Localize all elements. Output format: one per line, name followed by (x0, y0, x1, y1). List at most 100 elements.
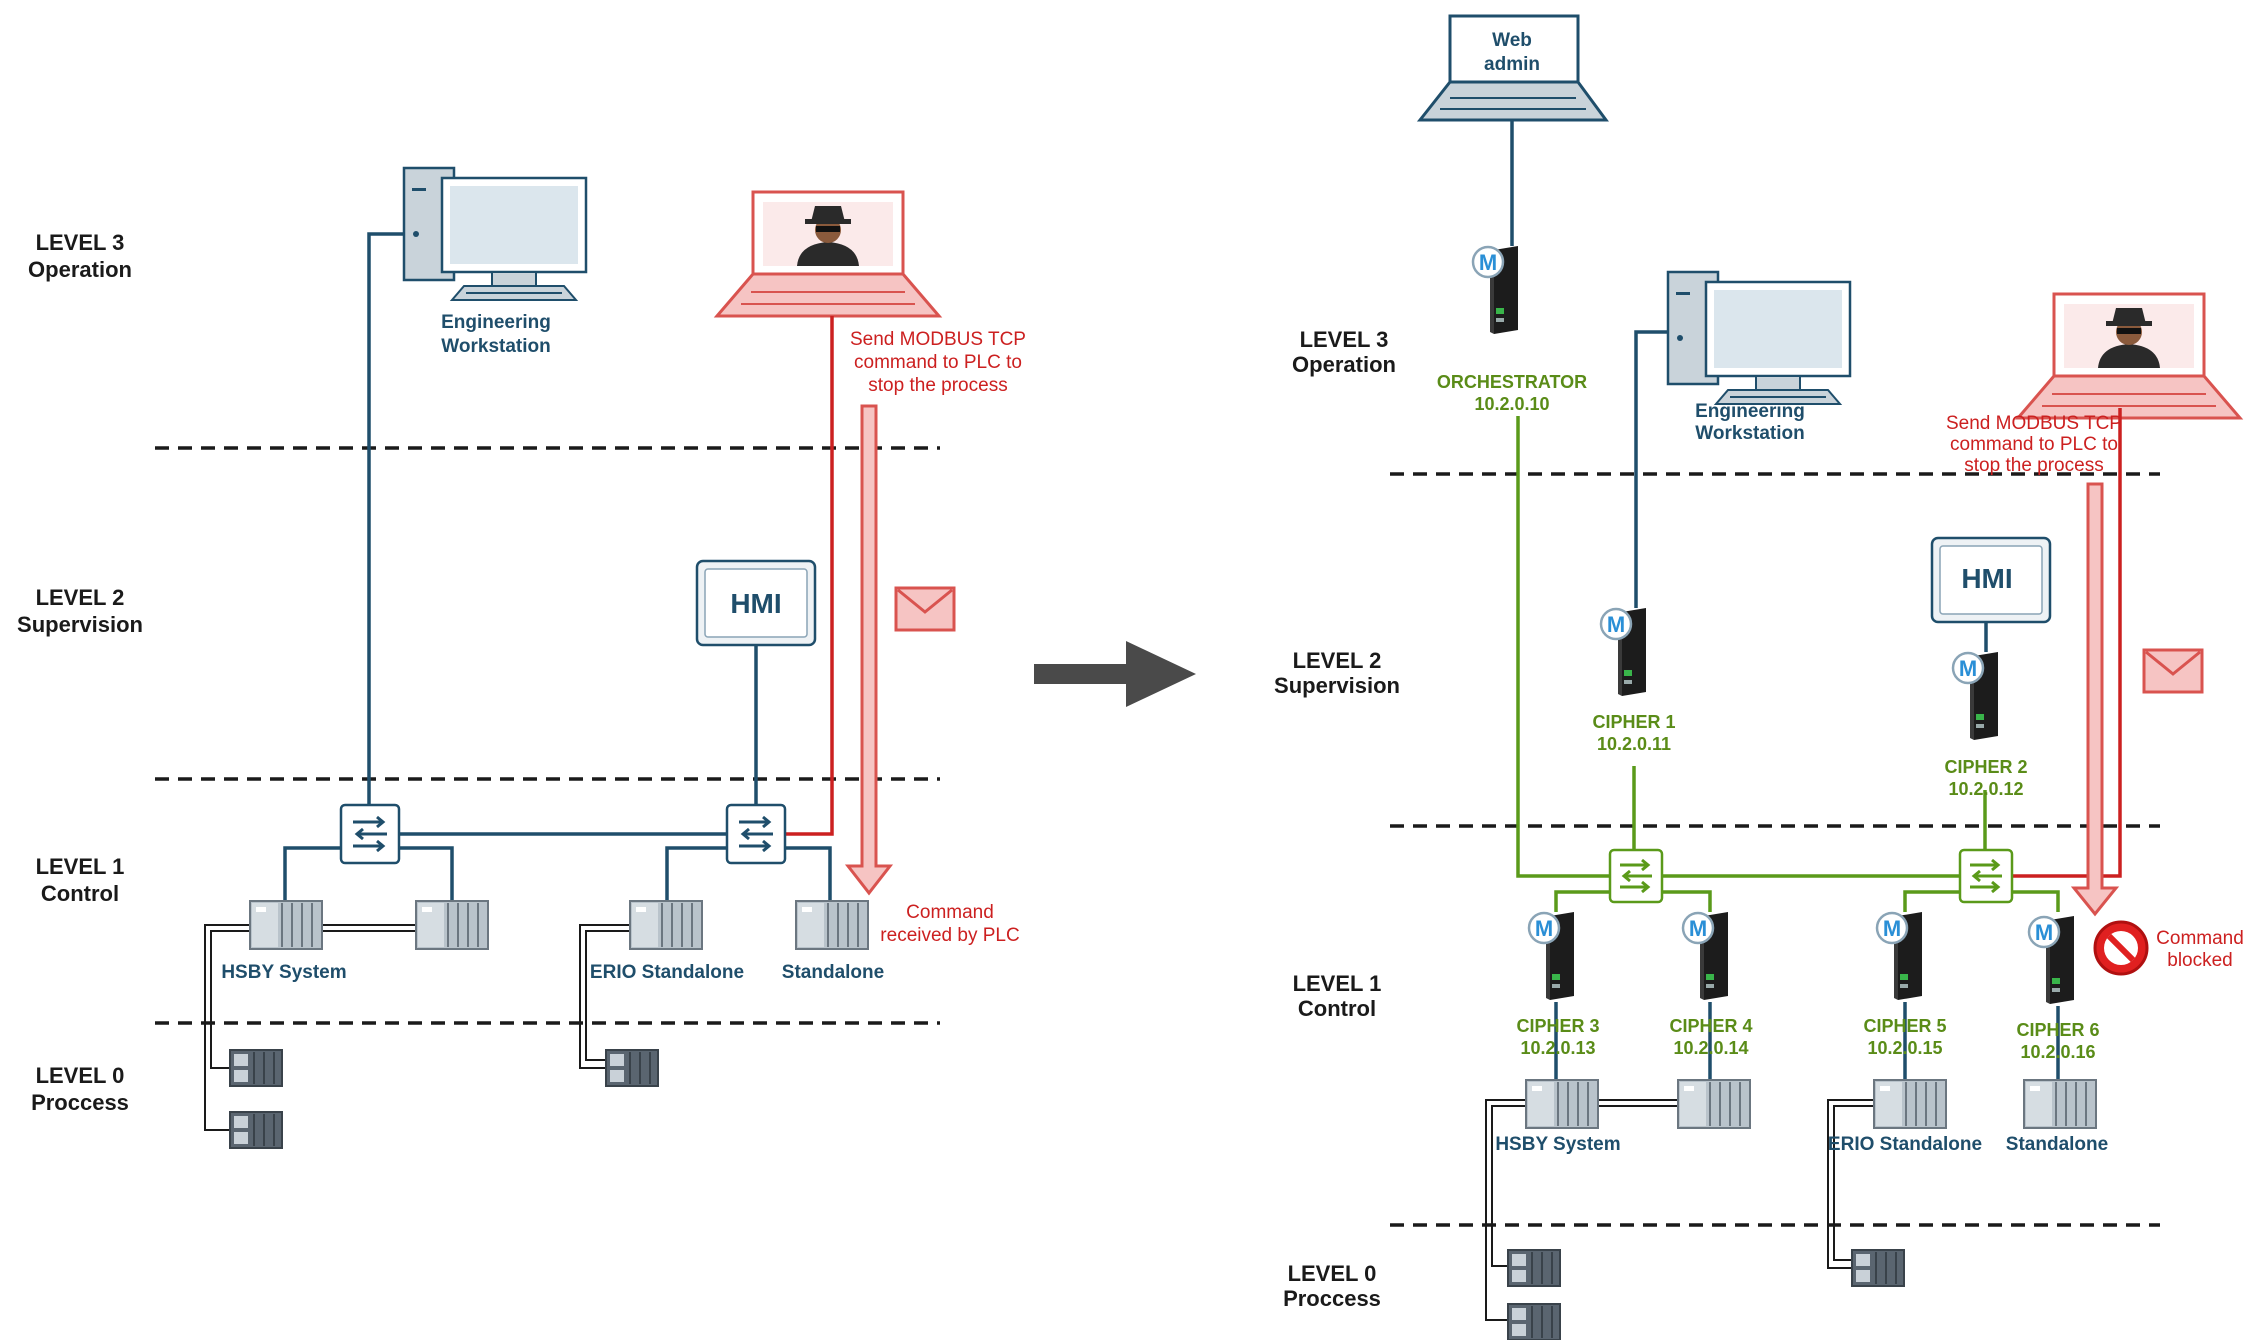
level1-title-right: LEVEL 1 (1293, 971, 1382, 996)
attacker-note-left-1: Send MODBUS TCP (850, 329, 1026, 350)
switch-1-right (1608, 848, 1664, 904)
orchestrator-ip: 10.2.0.10 (1474, 394, 1549, 414)
attacker-note-left-3: stop the process (868, 375, 1007, 396)
cipher-1-name: CIPHER 1 (1592, 712, 1675, 732)
orchestrator-device (1471, 244, 1520, 336)
level1-sub-left: Control (41, 881, 119, 906)
plc-hsby-label-right: HSBY System (1495, 1134, 1620, 1155)
attack-arrow-right (2070, 482, 2120, 917)
cipher-3-device (1527, 910, 1576, 1002)
web-admin-label-1: Web (1492, 30, 1532, 51)
attack-path-left (784, 316, 834, 836)
level-labels-right: LEVEL 3 Operation LEVEL 2 Supervision LE… (1274, 327, 1400, 1311)
right-process-cabling (1485, 1099, 1874, 1321)
level0-sub-right: Proccess (1283, 1286, 1381, 1311)
cipher-5-ip: 10.2.0.15 (1867, 1038, 1942, 1058)
web-admin-label-2: admin (1484, 54, 1540, 75)
cipher-2-name: CIPHER 2 (1944, 757, 2027, 777)
attacker-laptop-left (715, 190, 941, 318)
level0-title-right: LEVEL 0 (1288, 1261, 1377, 1286)
io-module-left-3 (605, 1049, 659, 1087)
level2-title-right: LEVEL 2 (1293, 648, 1382, 673)
plc-erio-label-right: ERIO Standalone (1828, 1134, 1982, 1155)
plc-erio-left (629, 900, 703, 950)
attack-path-right (2011, 408, 2122, 878)
plc-hsby-secondary-left (415, 900, 489, 950)
level3-sub-right: Operation (1292, 352, 1396, 377)
cipher-1-ip: 10.2.0.11 (1597, 734, 1671, 754)
attacker-note-right-3: stop the process (1964, 455, 2103, 476)
cipher-6-ip: 10.2.0.16 (2020, 1042, 2095, 1062)
envelope-icon-left (894, 586, 956, 632)
blocked-note-2: blocked (2167, 950, 2233, 971)
cipher-3-name: CIPHER 3 (1516, 1016, 1599, 1036)
level0-title-left: LEVEL 0 (36, 1063, 125, 1088)
attacker-note-right-2: command to PLC to (1950, 434, 2118, 455)
attacker-note-right-1: Send MODBUS TCP (1946, 413, 2122, 434)
level3-sub-left: Operation (28, 257, 132, 282)
cipher-2-device (1951, 650, 2000, 742)
plc-standalone-label-right: Standalone (2006, 1134, 2108, 1155)
cipher-3-ip: 10.2.0.13 (1520, 1038, 1595, 1058)
cipher-5-name: CIPHER 5 (1863, 1016, 1946, 1036)
cipher-4-name: CIPHER 4 (1669, 1016, 1752, 1036)
transition-arrow (1034, 641, 1196, 707)
ews-label-right-1: Engineering (1695, 401, 1805, 422)
io-module-left-2 (229, 1111, 283, 1149)
plc-note-left-1: Command (906, 902, 994, 923)
level2-title-left: LEVEL 2 (36, 585, 125, 610)
switch-2-left (725, 803, 787, 865)
cipher-4-device (1681, 910, 1730, 1002)
level3-title-right: LEVEL 3 (1300, 327, 1389, 352)
switch-2-right (1958, 848, 2014, 904)
cipher-6-device (2027, 914, 2076, 1006)
level1-title-left: LEVEL 1 (36, 854, 125, 879)
ews-label-left-2: Workstation (441, 336, 550, 357)
level-labels-left: LEVEL 3 Operation LEVEL 2 Supervision LE… (17, 230, 143, 1115)
plc-erio-right (1873, 1079, 1947, 1129)
plc-standalone-left (795, 900, 869, 950)
io-module-right-1 (1507, 1249, 1561, 1287)
io-module-right-2 (1507, 1303, 1561, 1340)
attacker-laptop-right (2016, 292, 2242, 420)
attack-arrow-left (844, 404, 894, 896)
plc-hsby-primary-left (249, 900, 323, 950)
cipher-1-device (1599, 606, 1648, 698)
level1-sub-right: Control (1298, 996, 1376, 1021)
plc-standalone-label-left: Standalone (782, 962, 884, 983)
plc-hsby-primary-right (1525, 1079, 1599, 1129)
io-module-right-3 (1851, 1249, 1905, 1287)
hmi-label-right: HMI (1961, 563, 2012, 594)
plc-hsby-secondary-right (1677, 1079, 1751, 1129)
io-module-left-1 (229, 1049, 283, 1087)
level2-sub-left: Supervision (17, 612, 143, 637)
right-blue-links (1510, 120, 2060, 1080)
left-network-links (283, 232, 832, 901)
plc-hsby-label-left: HSBY System (221, 962, 346, 983)
plc-note-left-2: received by PLC (880, 925, 1019, 946)
attacker-note-left-2: command to PLC to (854, 352, 1022, 373)
engineering-workstation-left (402, 166, 588, 302)
level3-title-left: LEVEL 3 (36, 230, 125, 255)
ews-label-right-2: Workstation (1695, 423, 1804, 444)
right-secure-links (1516, 416, 2060, 912)
hmi-label-left: HMI (730, 588, 781, 619)
level0-sub-left: Proccess (31, 1090, 129, 1115)
ews-label-left-1: Engineering (441, 312, 551, 333)
plc-erio-label-left: ERIO Standalone (590, 962, 744, 983)
left-process-cabling (204, 924, 630, 1131)
cipher-6-name: CIPHER 6 (2016, 1020, 2099, 1040)
level2-sub-right: Supervision (1274, 673, 1400, 698)
blocked-icon (2093, 920, 2149, 976)
switch-1-left (339, 803, 401, 865)
cipher-4-ip: 10.2.0.14 (1673, 1038, 1748, 1058)
envelope-icon-right (2142, 648, 2204, 694)
engineering-workstation-right (1666, 270, 1852, 406)
orchestrator-name: ORCHESTRATOR (1437, 372, 1587, 392)
web-admin-laptop (1416, 14, 1609, 122)
level-separators (155, 446, 2160, 1227)
blocked-note-1: Command (2156, 928, 2244, 949)
cipher-5-device (1875, 910, 1924, 1002)
